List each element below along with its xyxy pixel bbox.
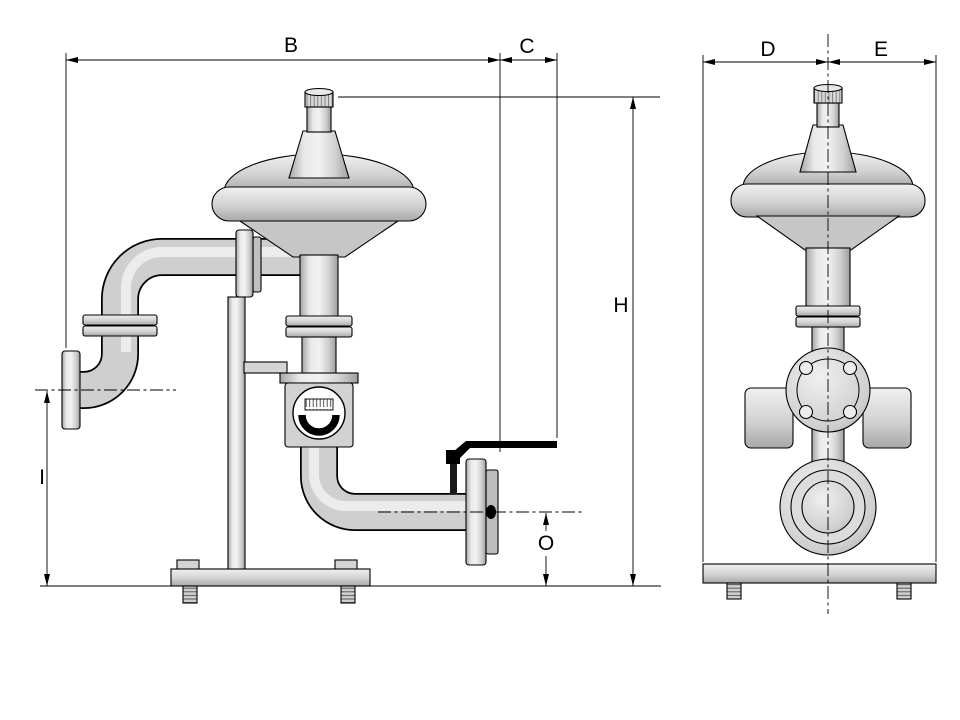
- ball-valve-handle: [446, 441, 557, 494]
- meter-box: [279, 372, 359, 448]
- lower-case-cone-front: [755, 215, 901, 251]
- body-pipe: [301, 336, 337, 378]
- dim-label-e: E: [874, 38, 888, 61]
- right-view: [702, 83, 937, 600]
- gauge-counter-window: [304, 398, 334, 411]
- flange-bolt-hole: [486, 505, 496, 519]
- valve-body-right-wing: [862, 387, 912, 449]
- bolt-hole-se: [842, 404, 858, 420]
- dim-label-d: D: [760, 38, 775, 61]
- neck-cylinder: [299, 254, 339, 319]
- dim-label-b: B: [284, 34, 298, 57]
- spring-housing-cone: [288, 130, 350, 179]
- valve-stem: [450, 460, 457, 494]
- left-view: [61, 87, 557, 604]
- diaphragm-rim: [211, 186, 427, 222]
- bolt-hole-sw: [798, 404, 814, 420]
- threaded-foot-front-left: [726, 582, 742, 600]
- body-flange-upper: [285, 315, 353, 327]
- base-plate: [170, 568, 371, 587]
- dim-label-i: I: [39, 466, 45, 489]
- body-flange-lower: [285, 326, 353, 338]
- adjuster-cap-top: [304, 87, 334, 97]
- handle-lever: [448, 441, 557, 462]
- stand-post: [227, 296, 246, 572]
- adjuster-stem: [306, 106, 332, 133]
- bolt-hole-ne: [842, 360, 858, 376]
- outlet-elbow-pipe: [300, 430, 469, 531]
- threaded-foot-left: [182, 585, 198, 604]
- centerlines: [35, 34, 829, 614]
- gauge-arc: [298, 414, 340, 436]
- inlet-elbow-pipe: [79, 238, 310, 409]
- inlet-flange-pair: [82, 314, 158, 337]
- meter-box-top-plate: [279, 372, 359, 384]
- base-plate-front: [702, 563, 937, 584]
- threaded-foot-front-right: [896, 582, 912, 600]
- dimensions: B C H I O D E: [39, 34, 937, 587]
- threaded-foot-right: [340, 585, 356, 604]
- regulator: [211, 87, 427, 378]
- dim-label-o: O: [538, 532, 554, 555]
- right-base: [702, 563, 937, 600]
- dim-label-c: C: [519, 35, 534, 58]
- bolt-hole-nw: [798, 360, 814, 376]
- valve-body-left-wing: [744, 387, 794, 449]
- pipe-mount-flange: [235, 229, 262, 298]
- stand-bracket: [243, 361, 288, 374]
- dim-label-h: H: [613, 294, 628, 317]
- dim-label-o-backing: [534, 531, 558, 556]
- lower-case-cone: [238, 220, 400, 258]
- stand: [170, 296, 371, 604]
